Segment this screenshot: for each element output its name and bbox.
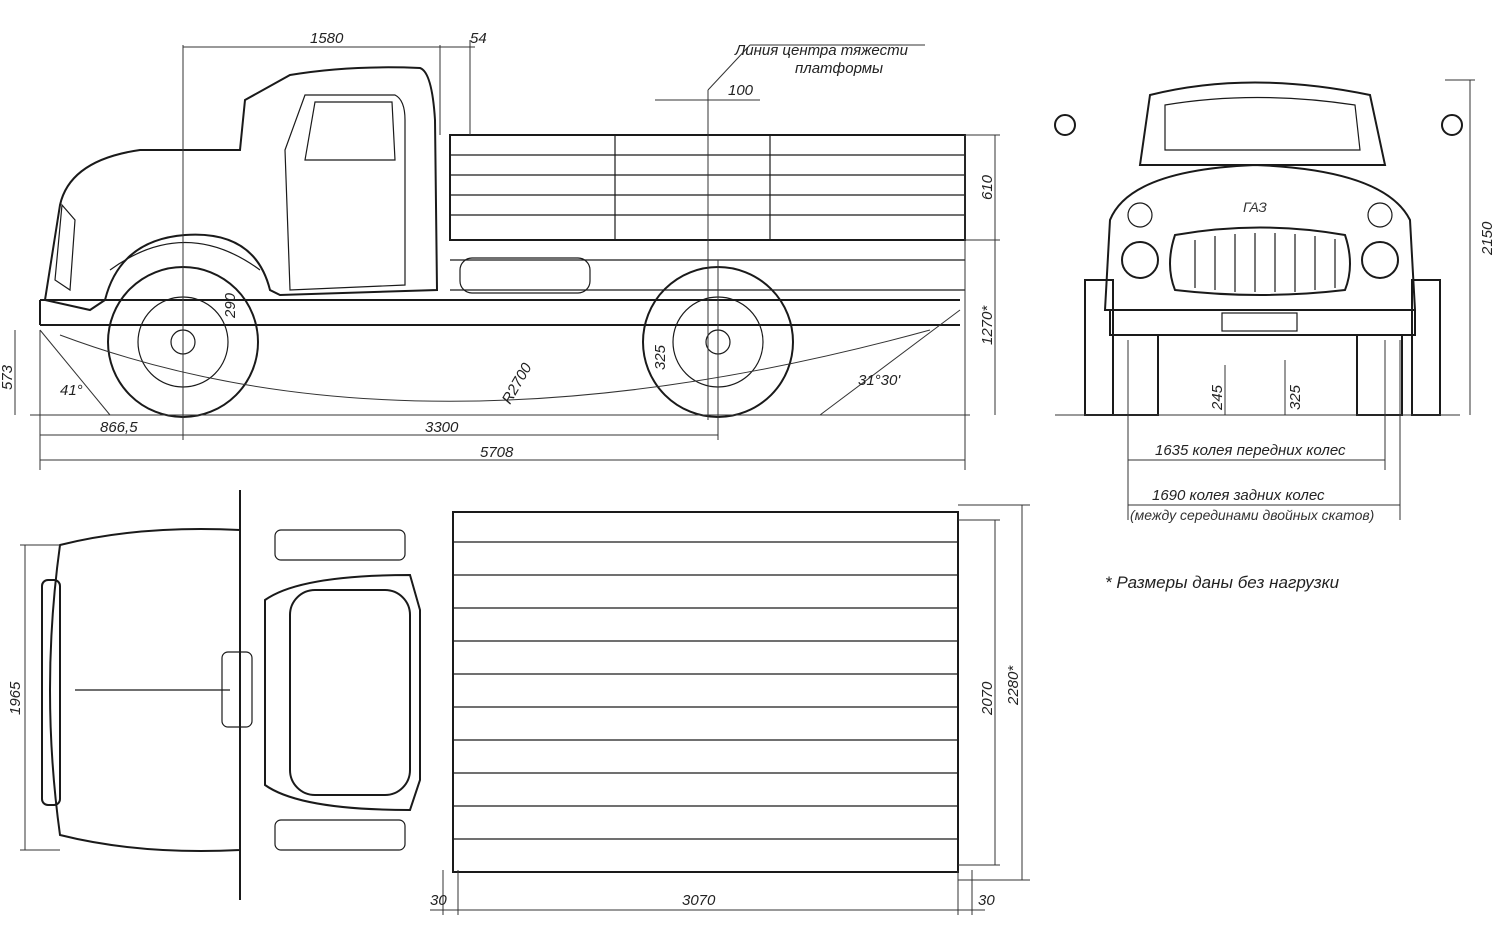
dim-overall-length: 5708 <box>480 444 514 461</box>
right-mirror <box>1441 114 1463 136</box>
cg-label-line1: Линия центра тяжести <box>734 42 909 59</box>
dim-rear-track-note: (между серединами двойных скатов) <box>1130 507 1374 523</box>
cg-label-line2: платформы <box>795 60 883 77</box>
windshield <box>1164 96 1361 151</box>
headlight <box>54 203 76 292</box>
dim-front-track: 1635 колея передних колес <box>1155 442 1346 459</box>
side-view: 1580 54 Линия центра тяжести платформы 1… <box>0 30 1000 470</box>
dim-side-height: 610 <box>979 174 996 200</box>
dim-turn-radius: R2700 <box>499 360 536 407</box>
front-cab <box>1138 81 1387 166</box>
front-bumper <box>1109 309 1416 336</box>
dim-rear-side-margin: 30 <box>978 892 995 909</box>
top-cab <box>289 589 411 796</box>
license-plate <box>1221 312 1298 332</box>
left-mirror <box>1054 114 1076 136</box>
dim-platform-outer-width: 2280* <box>1005 665 1022 706</box>
right-front-tire <box>1356 334 1403 416</box>
dim-cg-offset: 100 <box>728 82 754 99</box>
dim-front-side-margin: 30 <box>430 892 447 909</box>
left-headlight <box>1121 241 1159 279</box>
footnote: * Размеры даны без нагрузки <box>1105 573 1340 592</box>
front-view: ГАЗ 2150 245 325 1635 колея передних кол… <box>1054 79 1496 523</box>
right-headlight <box>1361 241 1399 279</box>
hood <box>43 66 439 312</box>
chassis-frame <box>39 299 960 326</box>
cab-door <box>284 94 406 291</box>
top-cab-roof <box>264 573 421 812</box>
radiator-grille <box>1169 226 1351 296</box>
dim-rear-clearance: 325 <box>652 344 669 370</box>
top-platform <box>452 511 959 873</box>
left-front-tire <box>1112 334 1159 416</box>
dim-front-axle-clearance: 245 <box>1209 384 1226 411</box>
dim-departure-angle: 31°30' <box>858 372 901 389</box>
dim-front-clearance: 290 <box>222 292 239 319</box>
cab-window <box>304 101 396 161</box>
right-sidelight <box>1367 202 1393 228</box>
dim-platform-length: 3070 <box>682 892 716 909</box>
right-tire <box>1411 279 1441 416</box>
dim-cab-length: 1580 <box>310 30 344 47</box>
dim-platform-height: 1270* <box>979 305 996 345</box>
dim-rear-track: 1690 колея задних колес <box>1152 487 1325 504</box>
top-platform-boards <box>453 541 958 840</box>
top-right-fender-step <box>274 819 406 851</box>
dim-rear-axle-clearance: 325 <box>1287 384 1304 410</box>
front-hood <box>1103 163 1417 311</box>
dim-overall-height: 2150 <box>1479 221 1496 256</box>
dim-platform-inner-width: 2070 <box>979 681 996 716</box>
dim-front-overhang: 866,5 <box>100 419 138 436</box>
fuel-tank <box>459 257 591 294</box>
top-bumper <box>41 579 61 806</box>
top-left-fender-step <box>274 529 406 561</box>
top-view: 1965 2070 2280* 30 3070 30 <box>7 490 1030 915</box>
left-tire <box>1084 279 1114 416</box>
top-hood-handle <box>221 651 253 728</box>
front-fender <box>109 241 261 271</box>
top-hood <box>49 528 241 852</box>
dim-approach-angle: 41° <box>60 382 83 399</box>
front-badge: ГАЗ <box>1243 199 1267 215</box>
left-sidelight <box>1127 202 1153 228</box>
turn-radius-arc <box>59 329 931 402</box>
dim-front-overhang-height: 573 <box>0 364 16 390</box>
dim-overall-width: 1965 <box>7 681 24 715</box>
dim-cab-gap: 54 <box>470 30 487 47</box>
dim-wheelbase: 3300 <box>425 419 459 436</box>
